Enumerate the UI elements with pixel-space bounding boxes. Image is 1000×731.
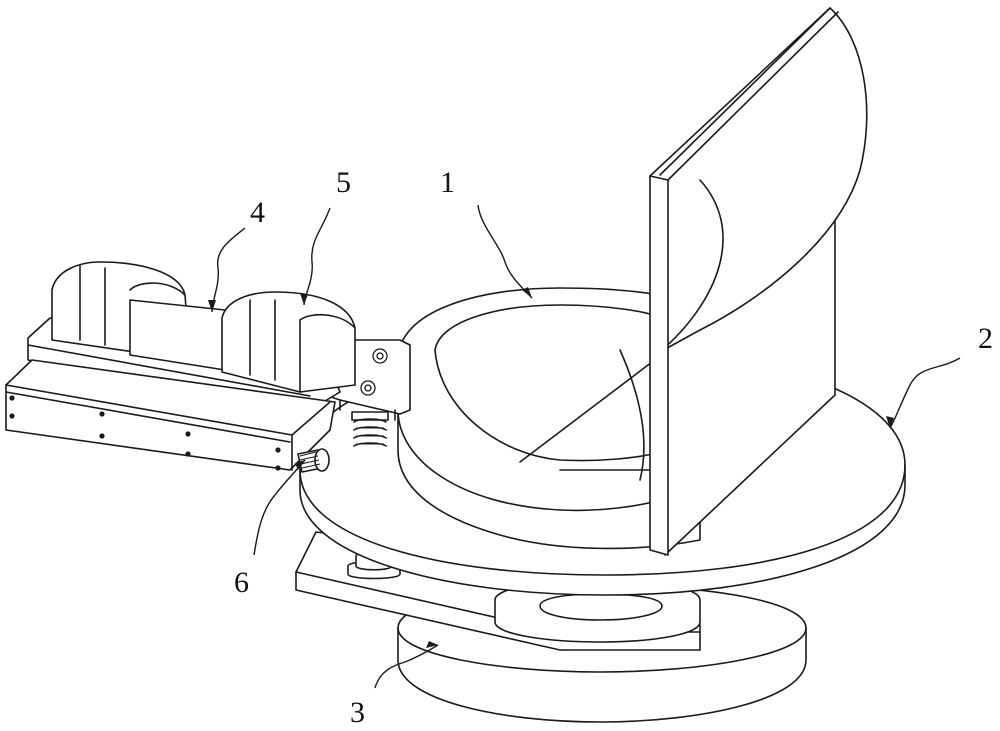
- seat-bowl: [397, 287, 701, 550]
- clamp-base-block: [5, 359, 336, 471]
- label-part-6: 6: [234, 566, 249, 599]
- label-part-4: 4: [250, 196, 265, 229]
- clamp-collars: [51, 261, 356, 393]
- label-part-2: 2: [978, 322, 993, 355]
- adjustment-knob: [297, 448, 330, 473]
- spring: [351, 411, 389, 447]
- leader-arrowheads: [208, 287, 894, 648]
- label-part-3: 3: [350, 696, 365, 729]
- label-part-1: 1: [440, 166, 455, 199]
- label-part-5: 5: [336, 166, 351, 199]
- backrest-panel: [619, 7, 868, 556]
